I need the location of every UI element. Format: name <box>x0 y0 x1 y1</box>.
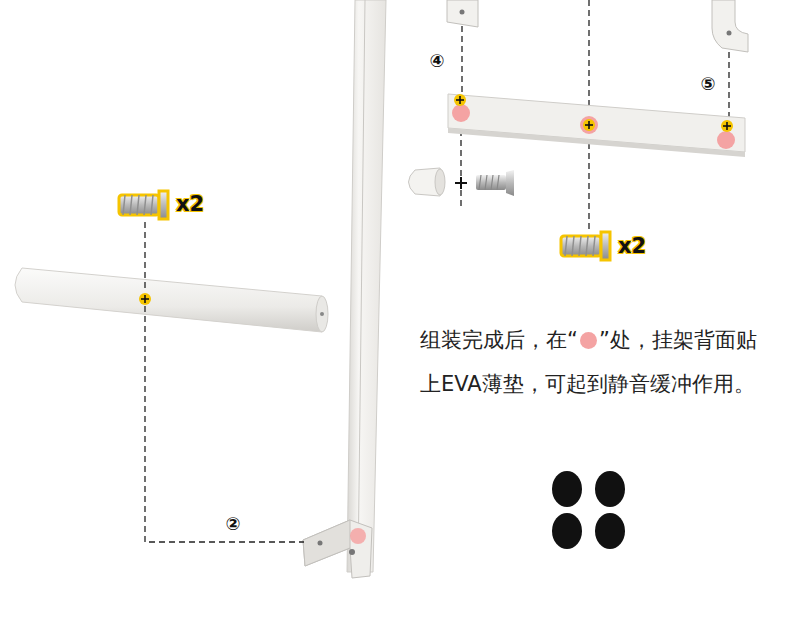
small-screw <box>476 170 514 196</box>
note-text: 组装完成后，在“”处，挂架背面贴上EVA薄垫，可起到静音缓冲作用。 <box>420 318 770 406</box>
screw-icon <box>119 191 168 219</box>
note-text: 组装完成后，在“ <box>420 328 578 352</box>
hanger-plate <box>448 94 745 157</box>
pink-dot-symbol <box>580 332 597 349</box>
vertical-post <box>303 0 386 578</box>
callout-number: ② <box>225 513 240 534</box>
quantity-label: x2 <box>618 234 646 258</box>
screw-hole-mark <box>139 94 733 305</box>
plus-sign <box>455 177 467 189</box>
hanger-bracket <box>447 0 748 52</box>
screw-icon <box>561 232 610 260</box>
quantity-label: x2 <box>176 192 204 216</box>
rod <box>15 268 328 332</box>
end-cap <box>409 168 446 196</box>
dashed-guide <box>145 0 729 542</box>
callout-number: ④ <box>429 50 444 71</box>
eva-pad <box>552 471 625 549</box>
callout-number: ⑤ <box>700 73 715 94</box>
